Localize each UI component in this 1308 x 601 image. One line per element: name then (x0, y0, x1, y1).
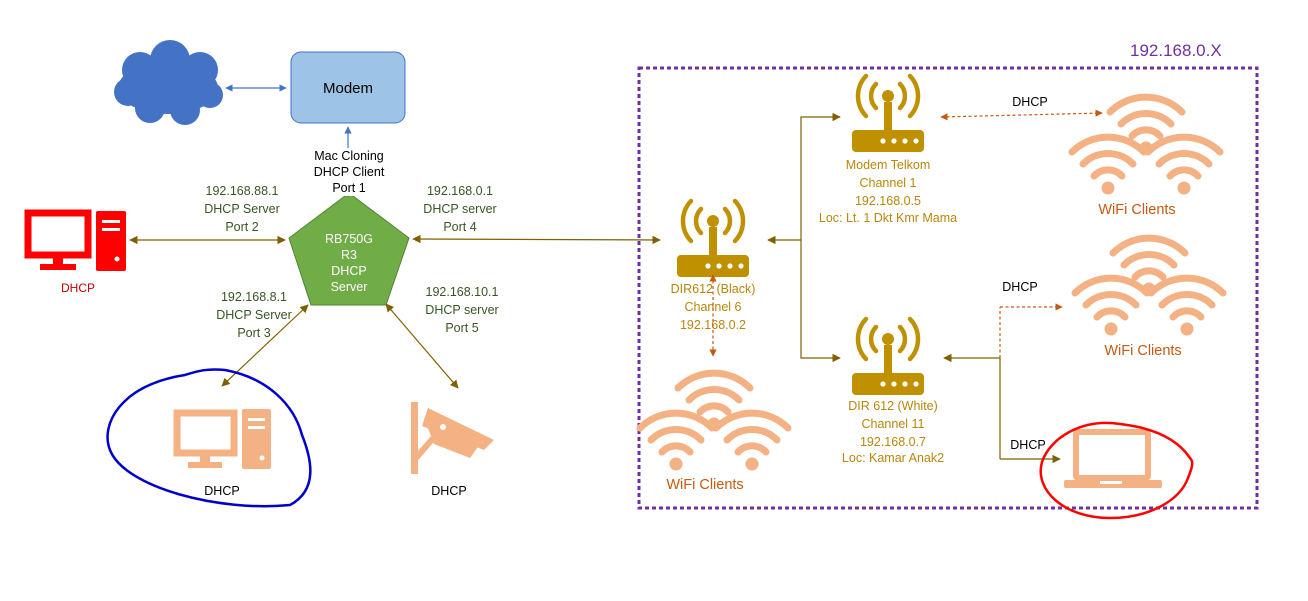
port5-ip: 192.168.10.1 (426, 285, 499, 299)
router-line1: RB750G (325, 232, 373, 246)
router-node: RB750G R3 DHCP Server (288, 192, 410, 306)
modem-link-line3: Port 1 (332, 181, 365, 195)
wifi-clients-telkom-icon (1072, 97, 1220, 194)
router-dir612black-link (412, 234, 661, 245)
port2-port: Port 2 (225, 220, 258, 234)
port4-ip: 192.168.0.1 (427, 184, 493, 198)
orange-pc-icon (173, 409, 271, 469)
network-label: 192.168.0.X (1130, 41, 1222, 60)
port4-role: DHCP server (423, 202, 496, 216)
blue-highlight-circle (106, 368, 312, 508)
dir612-white-loc: Loc: Kamar Anak2 (842, 451, 944, 465)
modem-telkom-ip: 192.168.0.5 (855, 194, 921, 208)
port3-role: DHCP Server (216, 308, 291, 322)
laptop-icon (1064, 429, 1162, 488)
telkom-wifi-link (940, 109, 1103, 121)
modem-telkom-loc: Loc: Lt. 1 Dkt Kmr Mama (819, 211, 957, 225)
branch-lower-link (800, 240, 841, 363)
red-pc-label: DHCP (61, 281, 95, 295)
laptop-dhcp: DHCP (1010, 438, 1045, 452)
orange-pc-label: DHCP (204, 484, 239, 498)
modem-telkom-channel: Channel 1 (860, 176, 917, 190)
router-line3: DHCP (331, 264, 366, 278)
wifi-clients-white-icon (1075, 238, 1223, 335)
wifi-clients-black-icon (640, 373, 788, 470)
camera-icon (411, 402, 494, 474)
port2-ip: 192.168.88.1 (206, 184, 279, 198)
dir612-white-channel: Channel 11 (861, 417, 924, 431)
wifi-clients-black-label: WiFi Clients (666, 477, 743, 493)
camera-label: DHCP (431, 484, 466, 498)
modem-telkom-ap-icon (852, 76, 924, 152)
router-camera-link (385, 303, 459, 389)
wifi-clients-white-label: WiFi Clients (1104, 343, 1181, 359)
network-boundary (637, 66, 1259, 510)
port4-port: Port 4 (443, 220, 476, 234)
telkom-wifi-dhcp: DHCP (1012, 95, 1047, 109)
port2-role: DHCP Server (204, 202, 279, 216)
dir612-white-name: DIR 612 (White) (848, 399, 938, 413)
dir612-white-ap-icon (852, 319, 924, 395)
red-pc-icon (24, 209, 126, 271)
port5-role: DHCP server (425, 303, 498, 317)
router-line4: Server (331, 280, 368, 294)
modem-node: Modem (290, 51, 406, 124)
router-line2: R3 (341, 248, 357, 262)
port3-port: Port 3 (237, 326, 270, 340)
modem-telkom-name: Modem Telkom (846, 158, 931, 172)
internet-cloud-icon (114, 40, 223, 125)
modem-label: Modem (323, 80, 373, 97)
wifi-clients-telkom-label: WiFi Clients (1098, 202, 1175, 218)
modem-link-line2: DHCP Client (314, 165, 385, 179)
dir612-white-ip: 192.168.0.7 (860, 435, 926, 449)
modem-link-line1: Mac Cloning (314, 149, 384, 163)
branch-upper-link (800, 112, 841, 240)
white-wifi-dhcp: DHCP (1002, 280, 1037, 294)
port5-port: Port 5 (445, 321, 478, 335)
port3-ip: 192.168.8.1 (221, 290, 287, 304)
dir612-black-ap-icon (677, 201, 749, 277)
dir612-black-channel: Channel 6 (685, 300, 742, 314)
red-highlight-circle (1039, 421, 1194, 520)
